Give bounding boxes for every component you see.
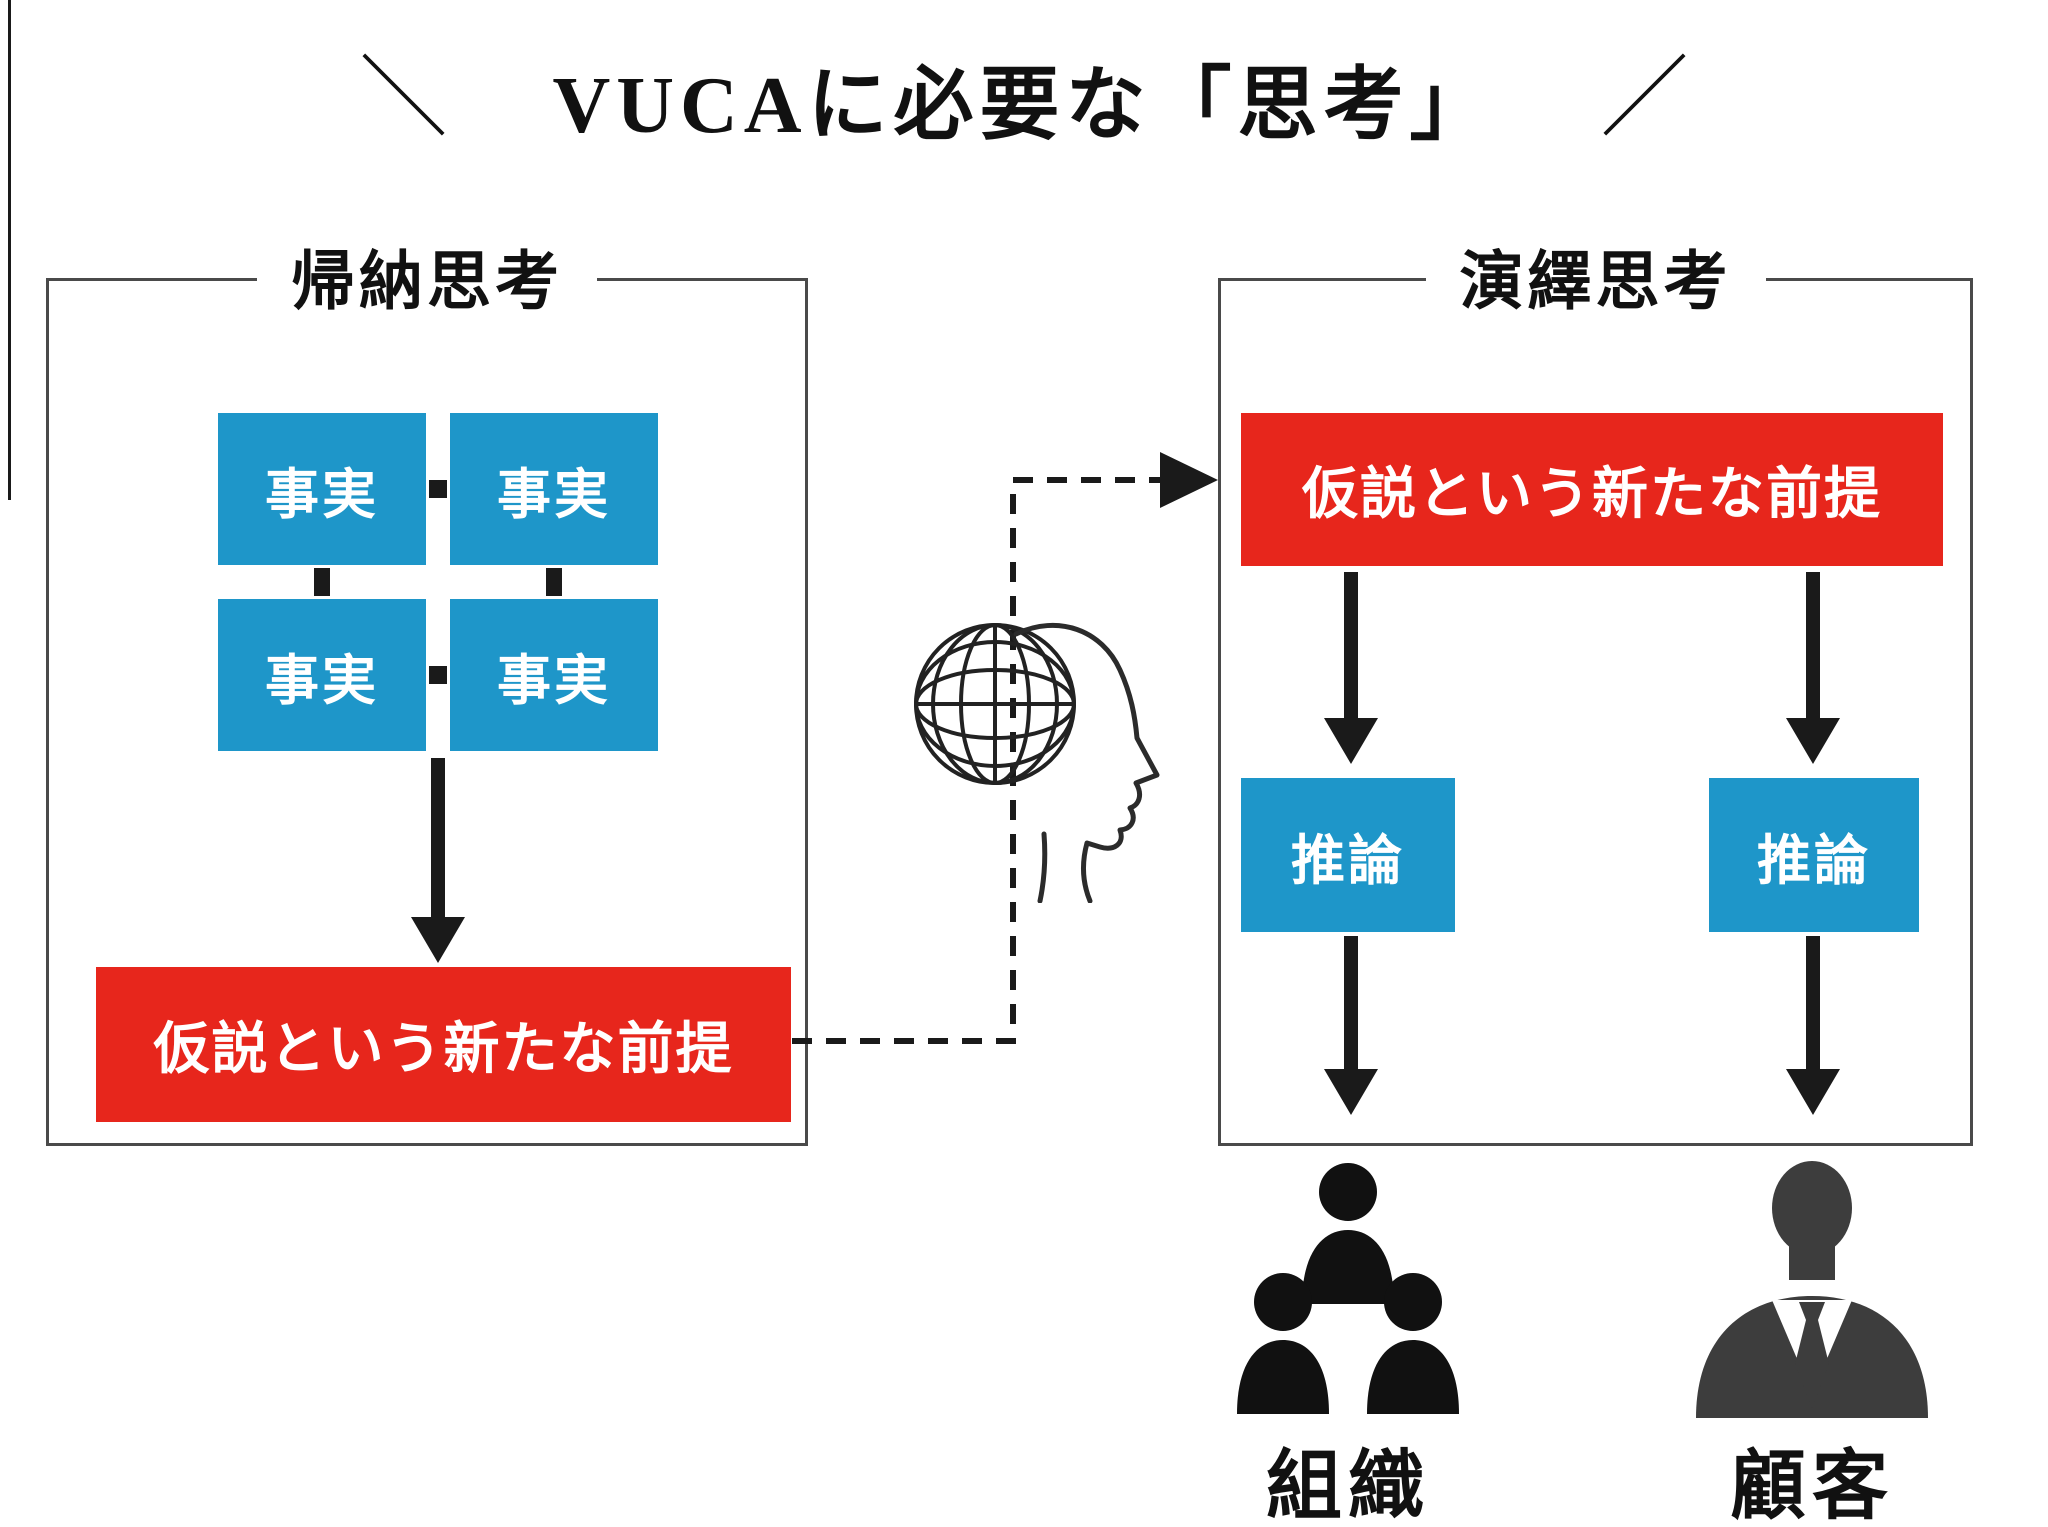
inference-box: 推論 xyxy=(1241,778,1455,932)
diagram-title-row: ＼ VUCAに必要な「思考」 ／ xyxy=(0,40,2048,156)
fact-box: 事実 xyxy=(218,599,426,751)
hypothesis-premise-box: 仮説という新たな前提 xyxy=(96,967,791,1122)
title-right-slash-decoration: ／ xyxy=(1600,48,1689,147)
title-left-slash-decoration: ＼ xyxy=(359,48,448,147)
down-arrow xyxy=(1324,936,1378,1115)
inductive-panel-heading: 帰納思考 xyxy=(257,230,597,323)
deductive-thinking-panel: 演繹思考 仮説という新たな前提 推論 推論 xyxy=(1218,230,1973,1146)
down-arrow xyxy=(411,758,465,963)
hypothesis-premise-box: 仮説という新たな前提 xyxy=(1241,413,1943,566)
globe-head-icon xyxy=(914,623,1160,903)
inductive-thinking-panel: 帰納思考 事実 事実 事実 事実 仮説という新たな前提 xyxy=(46,230,808,1146)
down-arrow xyxy=(1786,572,1840,764)
connector-dot xyxy=(429,666,447,684)
down-arrow xyxy=(1786,936,1840,1115)
customer-silhouette-icon xyxy=(1696,1161,1928,1418)
down-arrow xyxy=(1324,572,1378,764)
outcome-label-organization: 組織 xyxy=(1266,1444,1430,1527)
connector-dot xyxy=(429,480,447,498)
page-edge-line xyxy=(8,0,11,500)
connector-dot xyxy=(546,568,562,596)
inference-box: 推論 xyxy=(1709,778,1919,932)
fact-box: 事実 xyxy=(218,413,426,565)
organization-people-icon xyxy=(1237,1163,1459,1414)
fact-box: 事実 xyxy=(450,413,658,565)
page-title: VUCAに必要な「思考」 xyxy=(552,62,1496,150)
fact-box: 事実 xyxy=(450,599,658,751)
connector-dot xyxy=(314,568,330,596)
deductive-panel-heading: 演繹思考 xyxy=(1425,230,1766,323)
outcome-label-customer: 顧客 xyxy=(1730,1444,1894,1527)
